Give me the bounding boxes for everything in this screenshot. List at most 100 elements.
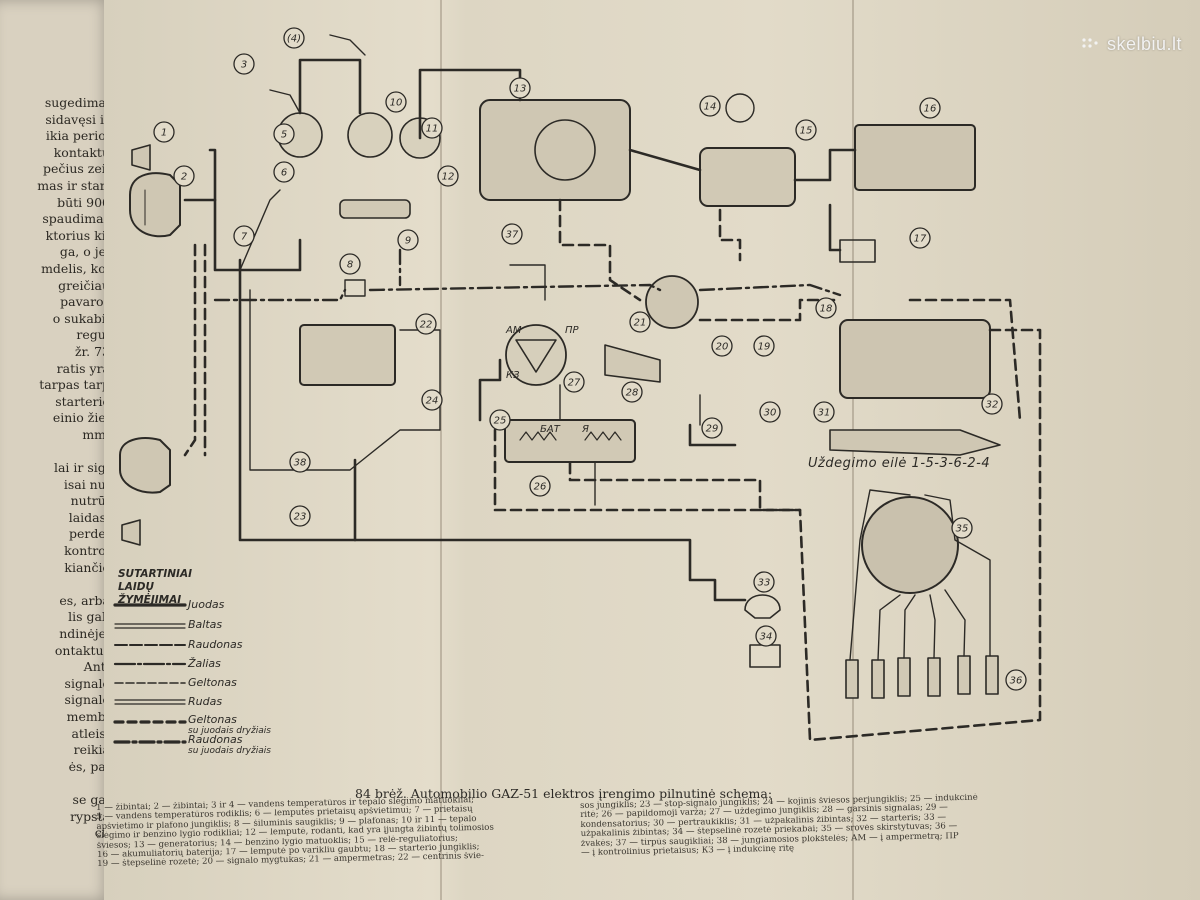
left-page-line: tarpas tarp (39, 377, 110, 393)
callout-circle (397, 229, 419, 251)
callout-circle (981, 393, 1003, 415)
left-page-line: memb- (66, 708, 110, 724)
legend-label: Geltonas (188, 676, 237, 689)
legend-item: Raudonas (188, 638, 243, 651)
callout-number: 30 (764, 408, 777, 419)
callout-number: 38 (294, 458, 307, 469)
callout-number: 17 (914, 234, 927, 245)
callout-circle (795, 119, 817, 141)
callout-circle (421, 117, 443, 139)
callout-circle (153, 121, 175, 143)
left-page-line: ndinėje, (59, 626, 110, 641)
horn-28 (604, 344, 661, 383)
callout-circle (759, 401, 781, 423)
left-page-line: signalo (64, 675, 110, 691)
left-page-line: ikia perio- (45, 128, 110, 144)
left-page-line: ktorius ki- (45, 227, 110, 243)
regulator-15 (699, 147, 796, 207)
left-page-line: ontaktus (54, 642, 110, 658)
callout-circle (233, 53, 255, 75)
left-page-line: Ant- (83, 659, 110, 675)
legend-item: Geltonas (188, 676, 237, 689)
callout-number: 3 (241, 60, 247, 71)
callout-number: 1 (161, 128, 167, 139)
legend-label: Juodas (188, 598, 225, 611)
callout-number: 26 (534, 482, 547, 493)
callout-circle (711, 335, 733, 357)
callout-number: 37 (506, 230, 519, 241)
fold-line (440, 0, 442, 900)
figure-caption-title: 84 brėž. Automobilio GAZ-51 elektros įre… (355, 786, 773, 801)
left-page-line: es, arba (59, 592, 110, 608)
callout-number: 22 (420, 320, 433, 331)
callout-circle (421, 389, 443, 411)
left-page-line: būti 900 (57, 194, 110, 210)
legend-label: Baltas (188, 618, 223, 631)
legend-item: Žalias (188, 657, 221, 670)
distributor-35 (861, 496, 959, 594)
terminal-bat: БАТ (540, 424, 560, 435)
ignition-coil-25 (504, 419, 636, 463)
firing-order: Uždegimo eilė 1-5-3-6-2-4 (808, 456, 991, 471)
callout-number: 11 (426, 124, 439, 135)
callout-number: 10 (390, 98, 403, 109)
callout-number: 25 (494, 416, 507, 427)
figure-caption-body-right: sos jungiklis; 23 — stop-signalo jungikl… (580, 792, 1051, 858)
headlight-top (129, 172, 181, 238)
left-page-line: o sukabi- (52, 310, 110, 326)
callout-circle (173, 165, 195, 187)
terminal-pr: ПР (565, 325, 579, 336)
callout-circle (283, 27, 305, 49)
left-page-line: žr. 73 (74, 343, 110, 359)
callout-circle (385, 91, 407, 113)
left-page-line: lis gali (68, 609, 110, 625)
light-switch-22 (299, 324, 396, 386)
callout-number: 9 (405, 236, 411, 247)
watermark: skelbiu.lt (1081, 34, 1182, 55)
spark-plugs-36 (845, 655, 999, 699)
callout-circle (273, 123, 295, 145)
gauge-14 (725, 93, 755, 123)
callout-circle (1005, 669, 1027, 691)
left-page-line: mm. (82, 426, 110, 442)
callout-number: 36 (1010, 676, 1023, 687)
left-page-line: sugedimai (44, 95, 110, 110)
callout-circle (951, 517, 973, 539)
callout-number: 32 (986, 400, 999, 411)
callout-number: 6 (281, 168, 287, 179)
dome-lamp-9 (339, 199, 411, 219)
callout-circle (755, 625, 777, 647)
legend-label: Žalias (188, 657, 221, 670)
callout-number: 21 (634, 318, 647, 329)
callout-number: (4) (287, 34, 301, 45)
callout-number: 33 (758, 578, 771, 589)
left-page-line: laidas, (68, 509, 110, 525)
callout-circle (813, 401, 835, 423)
sidelamp-bottom (121, 519, 141, 546)
callout-circle (509, 77, 531, 99)
legend-sublabel: su juodais dryžiais (188, 746, 271, 756)
callout-circle (233, 225, 255, 247)
callout-circle (437, 165, 459, 187)
left-page-line: signalo (64, 692, 110, 708)
left-page-line: perde- (69, 526, 110, 542)
callout-circle (701, 417, 723, 439)
callout-number: 35 (956, 524, 969, 535)
left-page-line: ės, pa- (68, 758, 110, 774)
callout-circle (563, 371, 585, 393)
left-page-line: regu- (76, 327, 110, 343)
lamp-17 (839, 239, 876, 263)
callout-number: 18 (820, 304, 833, 315)
dots-grid-icon (1082, 38, 1098, 48)
callout-circle (629, 311, 651, 333)
callout-circle (529, 475, 551, 497)
callout-number: 12 (442, 172, 455, 183)
left-page-line: greičiau (58, 277, 110, 293)
left-page-line: atleis- (71, 725, 110, 741)
legend-samples (113, 603, 187, 744)
